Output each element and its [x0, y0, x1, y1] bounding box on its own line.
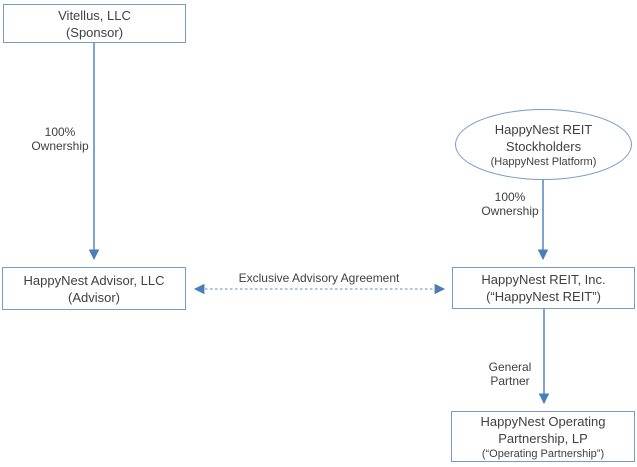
node-sponsor: Vitellus, LLC (Sponsor)	[3, 4, 186, 43]
edge-label-general-partner: General Partner	[460, 360, 560, 388]
node-stockholders: HappyNest REIT Stockholders (HappyNest P…	[455, 109, 632, 180]
edge-label-line: 100%	[494, 190, 526, 204]
node-operating-partnership: HappyNest Operating Partnership, LP (“Op…	[451, 411, 635, 462]
edge-label-line: Ownership	[481, 203, 539, 218]
node-stockholders-line3: (HappyNest Platform)	[490, 155, 597, 168]
node-advisor-role: (Advisor)	[67, 289, 120, 305]
edge-label-line: 100%	[44, 125, 76, 139]
node-stockholders-line2: Stockholders	[505, 138, 582, 154]
edge-label-advisory-agreement: Exclusive Advisory Agreement	[238, 271, 400, 285]
edge-label-line: Partner	[490, 373, 530, 388]
node-operating-line1: HappyNest Operating	[480, 413, 606, 429]
node-advisor-name: HappyNest Advisor, LLC	[23, 272, 165, 288]
node-stockholders-line1: HappyNest REIT	[494, 121, 593, 137]
node-operating-line2: Partnership, LP	[498, 430, 588, 446]
node-reit-name: HappyNest REIT, Inc.	[481, 272, 606, 287]
node-sponsor-role: (Sponsor)	[65, 24, 124, 40]
edge-label-line: Ownership	[31, 138, 89, 153]
edge-label-sponsor-ownership: 100% Ownership	[10, 125, 110, 153]
node-advisor: HappyNest Advisor, LLC (Advisor)	[2, 267, 186, 310]
node-sponsor-name: Vitellus, LLC	[58, 7, 131, 23]
edge-label-stockholders-ownership: 100% Ownership	[460, 190, 560, 218]
edge-label-line: General	[488, 360, 532, 374]
node-operating-alias: (“Operating Partnership”)	[481, 447, 605, 460]
node-reit-alias: (“HappyNest REIT”)	[486, 289, 601, 304]
node-reit: HappyNest REIT, Inc. (“HappyNest REIT”)	[452, 267, 635, 309]
